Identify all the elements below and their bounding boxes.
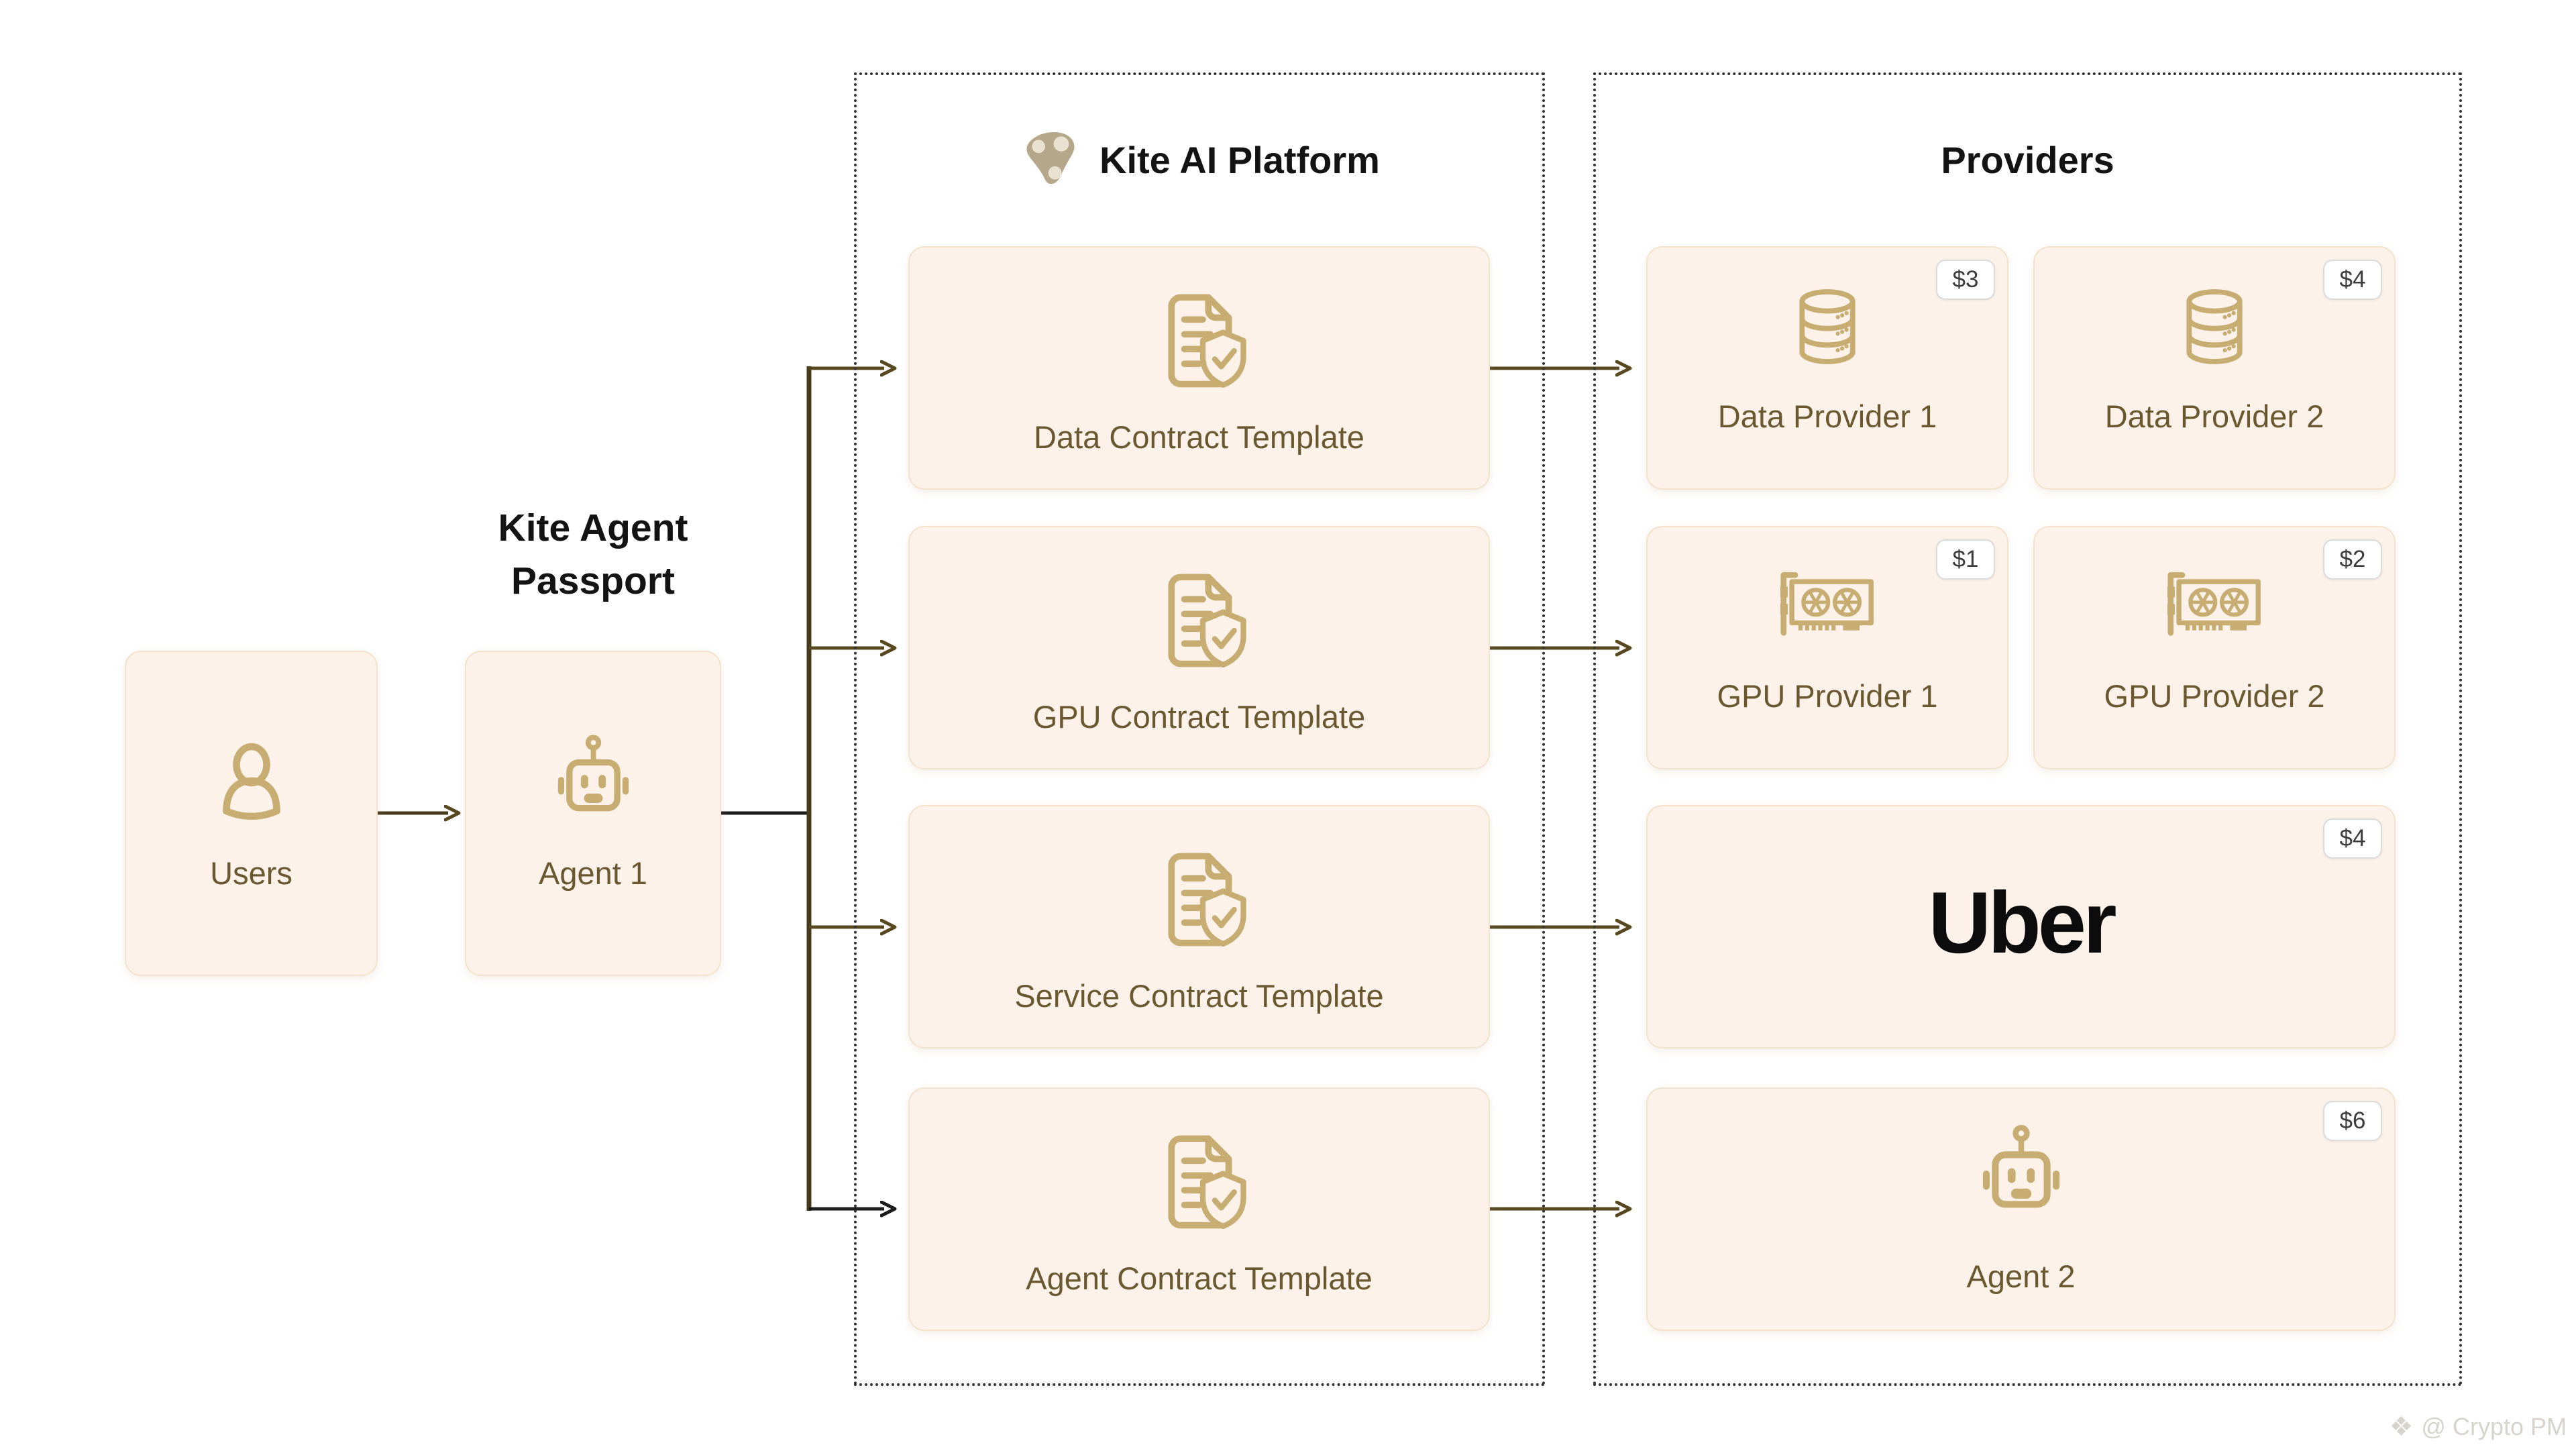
kite-ai-platform-group <box>854 72 1545 1386</box>
agent2-provider-card: $6 Agent 2 <box>1646 1087 2396 1331</box>
watermark-text: @ Crypto PM <box>2421 1413 2567 1440</box>
database-icon <box>2035 271 2394 382</box>
person-icon <box>126 726 376 840</box>
contract-shield-icon <box>910 278 1489 402</box>
service-contract-template-card: Service Contract Template <box>908 805 1490 1049</box>
card-label: GPU Provider 1 <box>1717 678 1938 714</box>
gpu-contract-template-card: GPU Contract Template <box>908 526 1490 769</box>
gpu-provider2-card: $2 GPU Provider 2 <box>2033 526 2396 769</box>
providers-header: Providers <box>1593 121 2462 199</box>
platform-title: Kite AI Platform <box>1099 138 1380 181</box>
data-provider2-card: $4 Data Provider 2 <box>2033 246 2396 490</box>
price-badge: $6 <box>2323 1101 2382 1141</box>
uber-wordmark: Uber <box>1928 873 2116 971</box>
kite-agent-passport-title: Kite Agent Passport <box>498 506 688 602</box>
robot-icon <box>466 726 720 840</box>
contract-shield-icon <box>910 1119 1489 1243</box>
providers-group <box>1593 72 2462 1386</box>
providers-title: Providers <box>1941 138 2114 181</box>
users-card: Users <box>125 651 378 976</box>
data-contract-template-card: Data Contract Template <box>908 246 1490 490</box>
diamond-logo-icon: ❖ <box>2389 1412 2414 1442</box>
gpu-icon <box>2035 551 2394 661</box>
data-provider1-card: $3 Data Provider 1 <box>1646 246 2008 490</box>
contract-shield-icon <box>910 837 1489 961</box>
card-label: GPU Provider 2 <box>2104 678 2325 714</box>
card-label: Data Provider 2 <box>2104 398 2324 434</box>
agent1-card-label: Agent 1 <box>538 855 648 891</box>
price-badge: $4 <box>2323 818 2382 859</box>
card-label: Service Contract Template <box>1014 978 1384 1014</box>
platform-header: Kite AI Platform <box>854 121 1545 199</box>
agent1-card: Agent 1 <box>465 651 721 976</box>
contract-shield-icon <box>910 557 1489 682</box>
watermark: ❖ @ Crypto PM <box>2390 1413 2567 1441</box>
card-label: GPU Contract Template <box>1032 699 1366 735</box>
uber-provider-card: $4 Uber <box>1646 805 2396 1049</box>
price-badge: $4 <box>2323 260 2382 300</box>
card-label: Data Contract Template <box>1034 419 1364 455</box>
price-badge: $3 <box>1936 260 1995 300</box>
card-label: Agent 2 <box>1966 1258 2076 1294</box>
card-label: Agent Contract Template <box>1026 1260 1373 1296</box>
gpu-provider1-card: $1 GPU Provider 1 <box>1646 526 2008 769</box>
users-card-label: Users <box>210 855 292 891</box>
price-badge: $1 <box>1936 539 1995 580</box>
kite-logo-icon <box>1019 128 1082 191</box>
database-icon <box>1648 271 2007 382</box>
robot-icon <box>1648 1117 2394 1238</box>
gpu-icon <box>1648 551 2007 661</box>
agent-contract-template-card: Agent Contract Template <box>908 1087 1490 1331</box>
price-badge: $2 <box>2323 539 2382 580</box>
card-label: Data Provider 1 <box>1717 398 1937 434</box>
